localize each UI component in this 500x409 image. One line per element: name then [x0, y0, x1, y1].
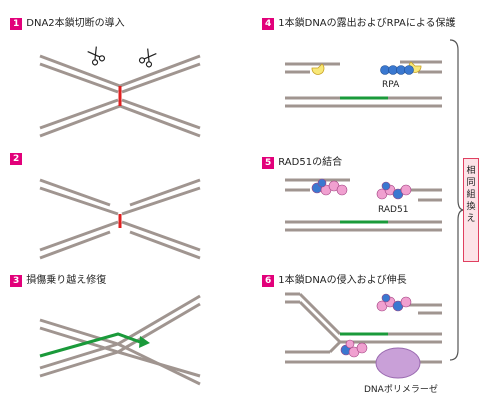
- new-strand-arrow: [39, 332, 141, 358]
- homologous-recombination-box: 相同組換え: [463, 158, 479, 262]
- step-number-badge: 6: [262, 275, 275, 287]
- step-number-badge: 3: [10, 275, 23, 287]
- scissors-icon: [87, 46, 106, 66]
- panel-2-dna: [39, 178, 201, 260]
- rpa-cluster: [380, 65, 414, 75]
- step-number-badge: 5: [262, 157, 275, 169]
- homologous-recombination-label: 相同組換え: [466, 166, 476, 224]
- step-number-badge: 1: [10, 18, 23, 30]
- rpa-label: RPA: [382, 80, 400, 90]
- step-title-text: RAD51の結合: [278, 157, 343, 168]
- step-number-badge: 2: [10, 153, 23, 165]
- panel-3-dna: [39, 294, 201, 386]
- new-strand-arrowhead: [139, 336, 150, 348]
- step-title-text: 1本鎖DNAの露出およびRPAによる保護: [278, 18, 456, 29]
- panel-1-dna: [39, 54, 201, 138]
- rad51-cluster: [311, 178, 348, 196]
- nuclease-icon: [311, 63, 325, 75]
- rad51-label: RAD51: [378, 205, 409, 215]
- scissors-icon: [138, 48, 157, 68]
- polymerase-label: DNAポリメラーゼ: [364, 385, 438, 395]
- rad51-cluster: [376, 293, 412, 312]
- dna-polymerase: [375, 347, 421, 379]
- step-title-text: DNA2本鎖切断の導入: [26, 18, 125, 29]
- step-title-text: 損傷乗り越え修復: [26, 275, 107, 286]
- rad51-cluster: [376, 181, 412, 200]
- step-number-badge: 4: [262, 18, 275, 30]
- step-title-text: 1本鎖DNAの侵入および伸長: [278, 275, 407, 286]
- rad51-cluster: [340, 339, 368, 358]
- step-title-2: 2: [10, 153, 26, 165]
- recombination-brace: [449, 39, 465, 361]
